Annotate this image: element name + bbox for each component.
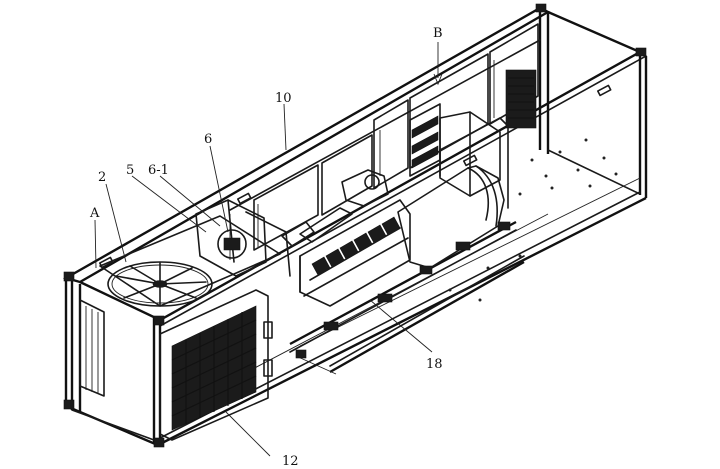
label-6: 6 [204, 132, 213, 147]
label-B: B [433, 26, 443, 41]
radiator [79, 289, 273, 441]
fan-section [99, 199, 291, 307]
label-2: 2 [98, 170, 107, 185]
back-wall-panels [229, 23, 541, 260]
label-A: A [90, 206, 100, 221]
label-10: 10 [275, 91, 292, 106]
label-12: 12 [282, 454, 299, 469]
label-18: 18 [426, 357, 443, 372]
radiator-grid [171, 312, 257, 424]
back-louver [505, 69, 537, 129]
leader-lines [94, 42, 443, 457]
generator-set [281, 117, 525, 375]
floor-dots [448, 138, 618, 302]
label-5: 5 [126, 163, 135, 178]
label-6-1: 6-1 [148, 163, 169, 178]
